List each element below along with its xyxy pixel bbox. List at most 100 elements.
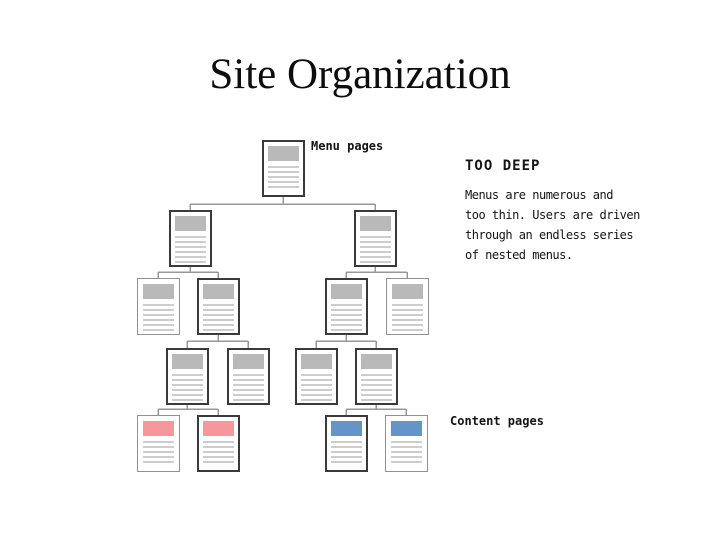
page-text-line [202, 461, 234, 463]
page-text-line [390, 461, 422, 463]
page-text-line [359, 246, 391, 248]
content-pages-label: Content pages [450, 414, 544, 428]
page-text-line [171, 394, 203, 396]
page-text-line [330, 456, 362, 458]
menu-page-icon [136, 278, 180, 335]
page-header-block [267, 146, 299, 161]
page-text-line [267, 171, 299, 173]
page-header-block [232, 354, 264, 369]
page-text-line [232, 389, 264, 391]
page-text-line [359, 251, 391, 253]
page-text-line [390, 456, 422, 458]
page-text-line [359, 236, 391, 238]
page-text-line [142, 441, 174, 443]
page-text-line [330, 446, 362, 448]
page-header-block [359, 216, 391, 231]
page-text-line [391, 314, 423, 316]
page-text-line [142, 324, 174, 326]
page-text-line [300, 379, 332, 381]
page-text-line [300, 394, 332, 396]
page-text-line [174, 236, 206, 238]
page-text-line [142, 451, 174, 453]
page-text-line [171, 384, 203, 386]
page-text-line [171, 399, 203, 401]
menu-page-icon [324, 278, 368, 335]
menu-page-icon [261, 140, 305, 197]
page-text-line [391, 309, 423, 311]
page-text-line [390, 446, 422, 448]
page-text-line [171, 379, 203, 381]
menu-page-icon [294, 348, 338, 405]
page-text-line [174, 261, 206, 263]
page-text-line [174, 241, 206, 243]
page-text-line [300, 384, 332, 386]
page-header-block [174, 216, 206, 231]
page-text-line [232, 399, 264, 401]
annotation-body: Menus are numerous and too thin. Users a… [465, 188, 640, 262]
page-text-line [174, 246, 206, 248]
page-text-line [330, 309, 362, 311]
page-text-line [142, 319, 174, 321]
page-text-line [202, 309, 234, 311]
page-text-line [360, 399, 392, 401]
page-text-line [360, 374, 392, 376]
page-text-line [391, 324, 423, 326]
page-header-block [171, 354, 203, 369]
page-text-line [142, 329, 174, 331]
page-text-line [202, 441, 234, 443]
page-text-line [202, 304, 234, 306]
page-header-block [390, 421, 422, 436]
page-text-line [300, 389, 332, 391]
page-text-line [330, 304, 362, 306]
page-text-line [142, 309, 174, 311]
page-text-line [202, 319, 234, 321]
slide-title: Site Organization [209, 51, 511, 98]
page-text-line [202, 324, 234, 326]
content-page-icon-blue [324, 415, 368, 472]
content-page-icon-pink [136, 415, 180, 472]
page-text-line [300, 374, 332, 376]
page-text-line [330, 461, 362, 463]
menu-page-icon [385, 278, 429, 335]
page-text-line [359, 256, 391, 258]
page-text-line [171, 389, 203, 391]
page-text-line [232, 384, 264, 386]
page-text-line [142, 446, 174, 448]
page-text-line [202, 456, 234, 458]
page-text-line [202, 314, 234, 316]
page-text-line [267, 176, 299, 178]
page-text-line [300, 399, 332, 401]
menu-page-icon [196, 278, 240, 335]
page-text-line [390, 451, 422, 453]
page-header-block [391, 284, 423, 299]
page-header-block [300, 354, 332, 369]
page-text-line [391, 319, 423, 321]
page-text-line [330, 329, 362, 331]
page-text-line [174, 251, 206, 253]
menu-page-icon [353, 210, 397, 267]
annotation-heading: TOO DEEP [465, 158, 541, 174]
page-text-line [142, 461, 174, 463]
page-text-line [330, 314, 362, 316]
page-text-line [360, 384, 392, 386]
page-text-line [267, 181, 299, 183]
page-header-block [330, 284, 362, 299]
page-text-line [391, 304, 423, 306]
page-text-line [232, 379, 264, 381]
page-text-line [360, 394, 392, 396]
menu-pages-label: Menu pages [311, 139, 384, 153]
page-text-line [232, 374, 264, 376]
content-page-icon-pink [196, 415, 240, 472]
page-text-line [391, 329, 423, 331]
page-text-line [360, 379, 392, 381]
menu-page-icon [168, 210, 212, 267]
page-text-line [142, 456, 174, 458]
page-header-block [360, 354, 392, 369]
page-header-block [202, 284, 234, 299]
page-text-line [267, 166, 299, 168]
page-text-line [142, 314, 174, 316]
page-text-line [360, 389, 392, 391]
page-text-line [267, 186, 299, 188]
page-text-line [202, 451, 234, 453]
